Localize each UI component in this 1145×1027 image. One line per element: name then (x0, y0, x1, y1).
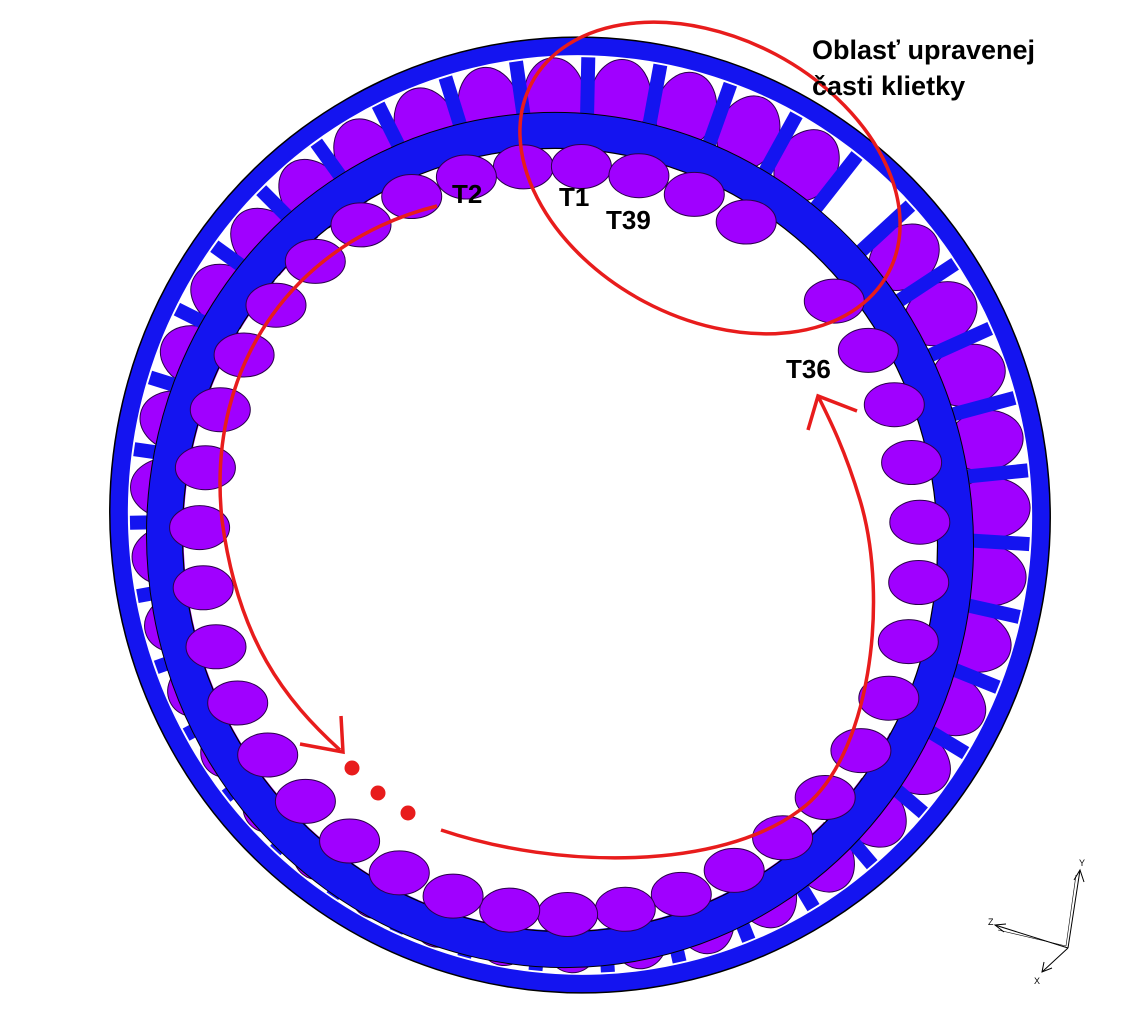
ellipsis-dot-2 (370, 785, 386, 801)
z-axis-line (994, 924, 1069, 949)
label-t36: T36 (786, 354, 831, 384)
axis-label-z: Z (988, 917, 994, 927)
cage-inner-rim (146, 112, 974, 968)
coordinate-triad (993, 868, 1085, 973)
cage-inner-rim-edge-outer (146, 111, 974, 969)
roller-end (189, 387, 251, 433)
x-axis-line (1041, 947, 1069, 973)
roller-end (213, 332, 275, 378)
roller-end (881, 440, 943, 485)
axis-label-y: Y (1079, 858, 1085, 868)
roller-end (608, 153, 670, 199)
cage-ring (109, 36, 1051, 994)
roller-end (435, 154, 497, 200)
label-t1: T1 (559, 182, 589, 212)
roller-end (863, 382, 925, 428)
roller-end (172, 565, 234, 611)
roller-end (207, 680, 269, 726)
region-annotation-line2: časti klietky (812, 71, 965, 101)
sequence-arrow-right-head (806, 393, 858, 431)
roller-end (830, 728, 892, 774)
ellipsis-dot-3 (400, 805, 416, 821)
roller-end (237, 732, 299, 778)
roller-end (479, 887, 541, 933)
roller-end (537, 892, 599, 937)
roller-end (877, 619, 939, 665)
roller-end (663, 171, 725, 217)
roller-end (803, 278, 865, 324)
z-axis-arrowhead (993, 923, 1007, 933)
label-t2: T2 (452, 179, 482, 209)
roller-end (174, 445, 236, 491)
roller-end (274, 778, 336, 824)
roller-end (245, 282, 307, 328)
roller-end (889, 499, 951, 545)
roller-end (185, 624, 247, 670)
ellipsis-dot-1 (344, 760, 360, 776)
axis-ghost-2 (997, 929, 1067, 947)
roller-end (319, 818, 381, 864)
bearing-bore (183, 149, 937, 931)
label-t39: T39 (606, 205, 651, 235)
roller-end (284, 238, 346, 284)
roller-end (715, 199, 777, 245)
x-axis-arrowhead (1041, 961, 1053, 973)
roller-end (794, 775, 856, 820)
roller-end (650, 871, 712, 917)
roller-end (169, 505, 231, 551)
roller-end (837, 327, 899, 373)
roller-end (422, 873, 484, 919)
axis-ghost-1 (1065, 874, 1077, 947)
roller-end (368, 850, 430, 896)
roller-end (703, 847, 765, 893)
region-annotation-line1: Oblasť upravenej (812, 35, 1035, 65)
y-axis-line (1067, 869, 1081, 949)
inner-roller-ends-group (169, 144, 951, 937)
modified-region-ellipse (518, 20, 902, 336)
sequence-arrow-right (440, 395, 876, 860)
axis-label-x: X (1034, 976, 1040, 986)
sequence-arrow-left-head (299, 715, 345, 755)
roller-end (858, 675, 920, 721)
sequence-arrow-left (218, 204, 438, 752)
roller-end (888, 560, 950, 605)
roller-end (330, 202, 392, 248)
roller-end (752, 815, 814, 861)
roller-end (594, 886, 656, 932)
